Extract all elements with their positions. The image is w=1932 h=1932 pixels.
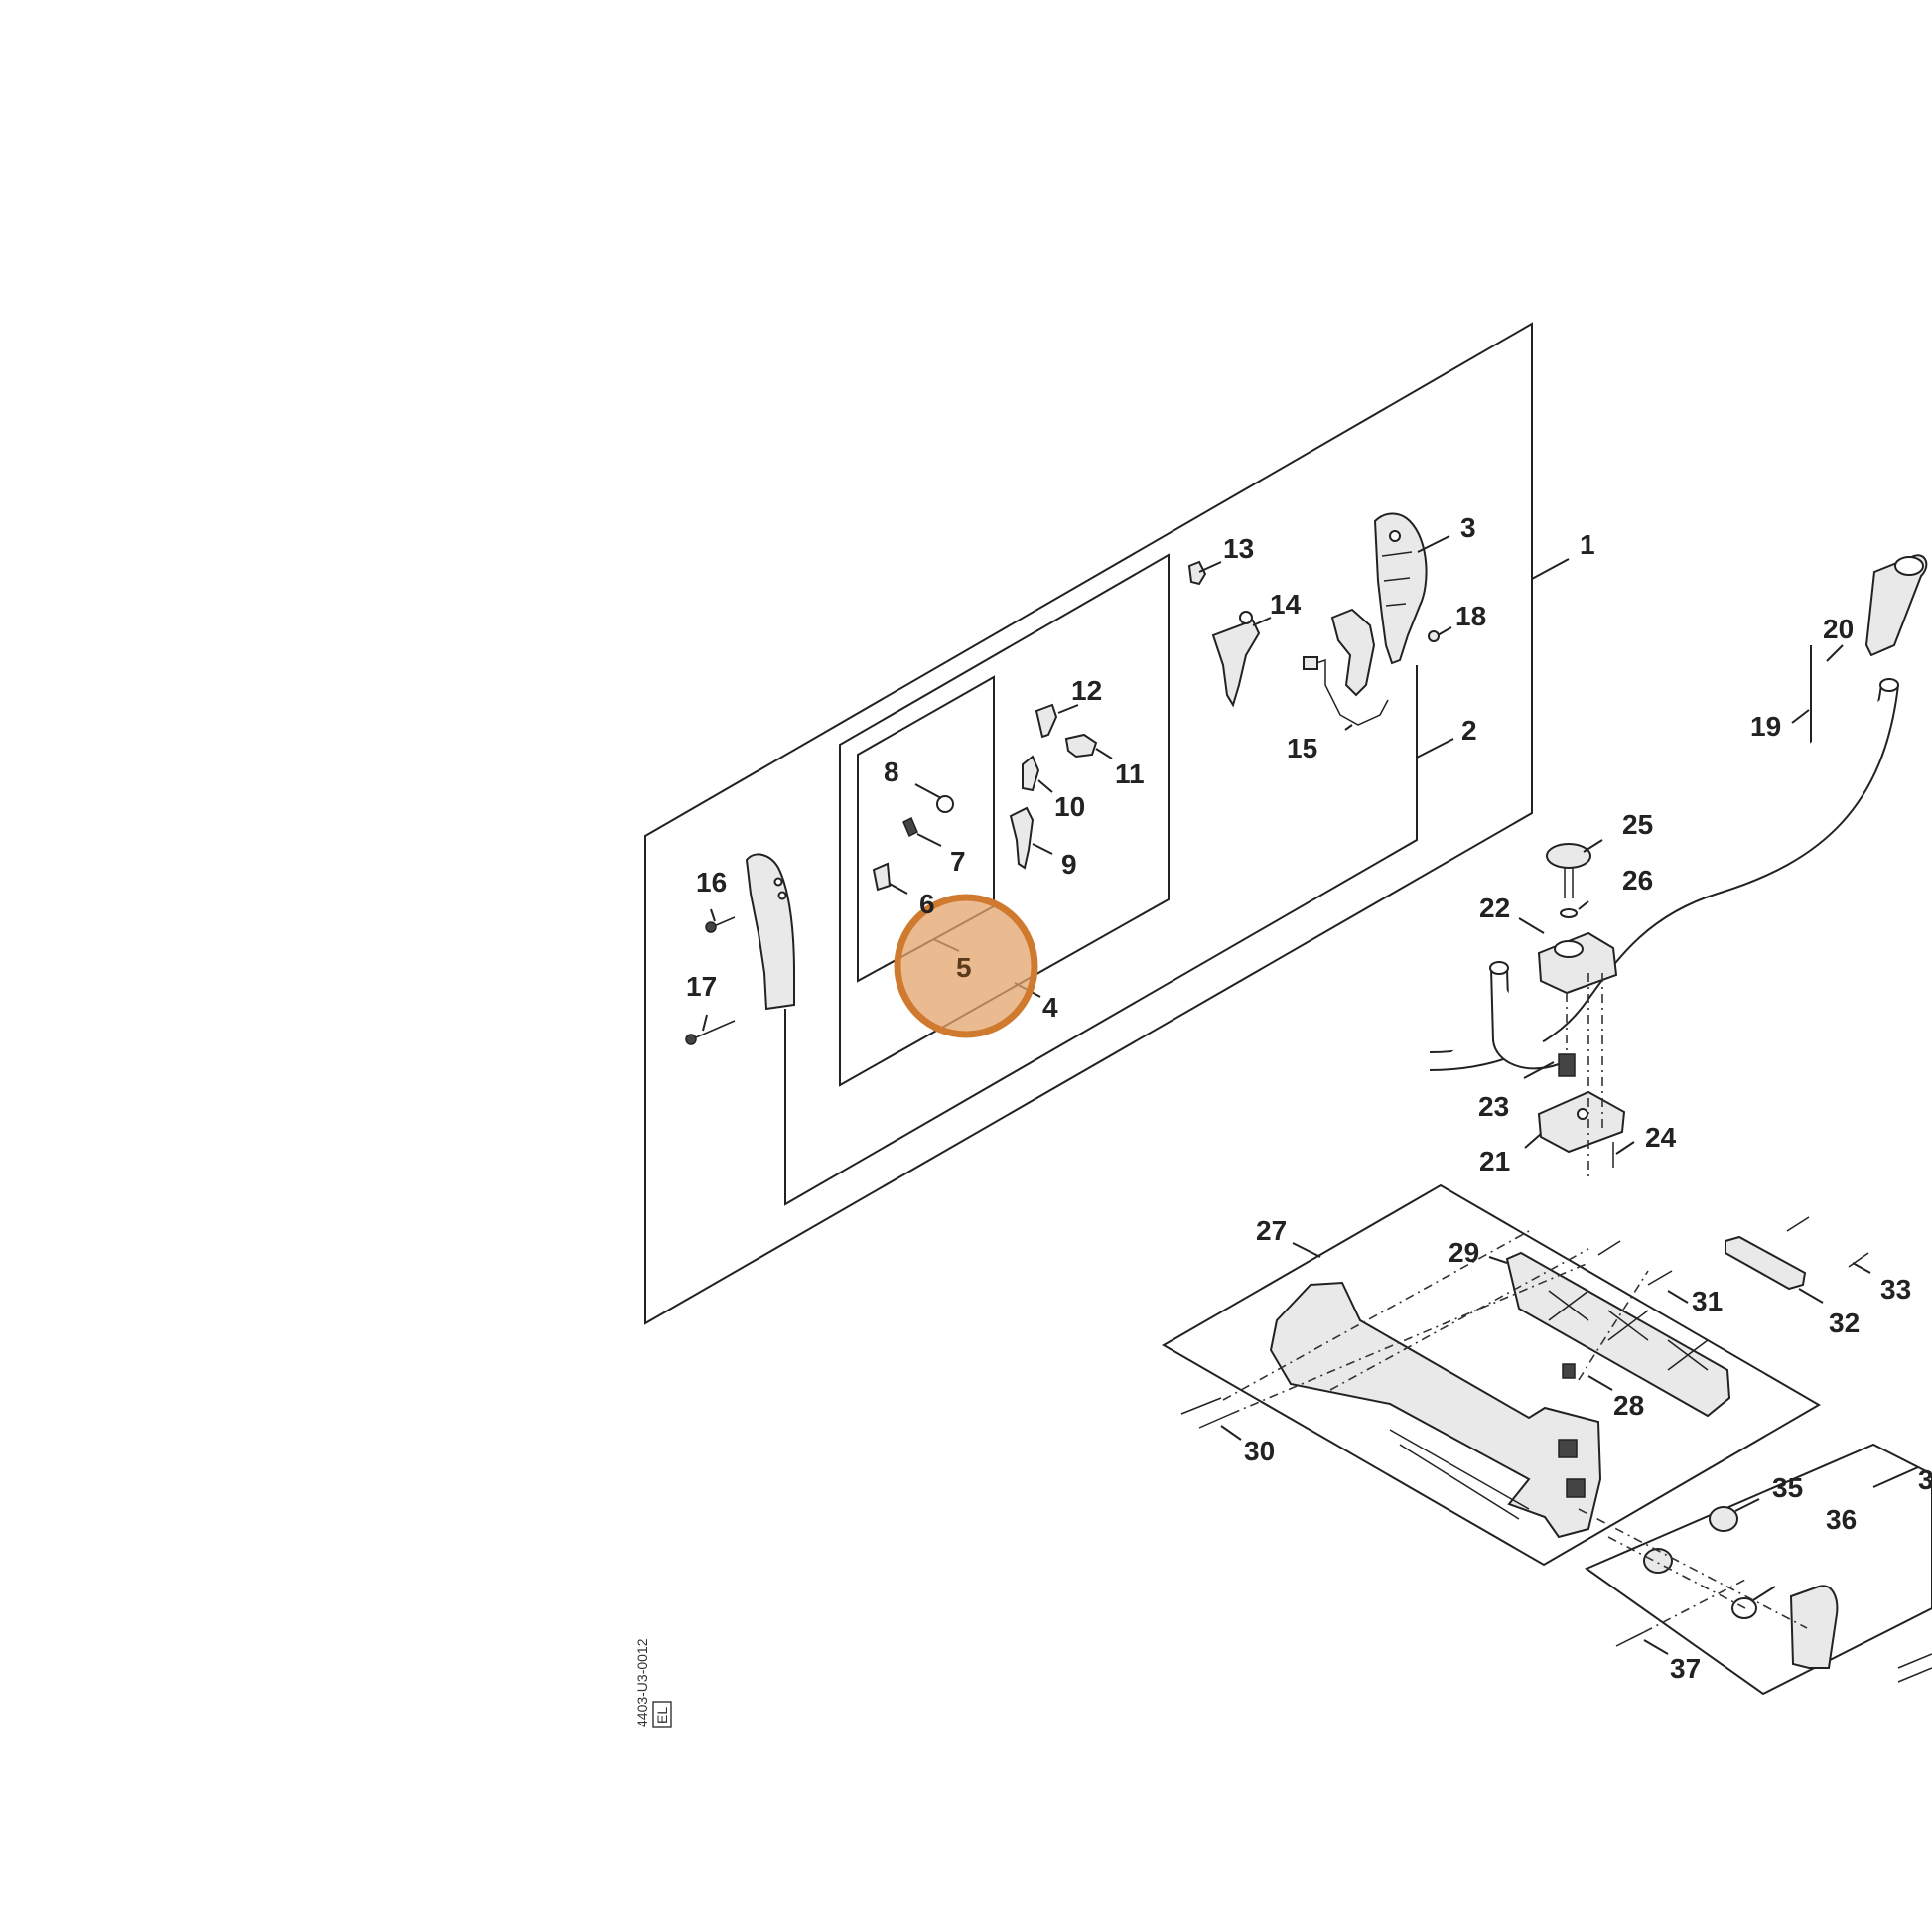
callout-27[interactable]: 27 [1256,1215,1287,1246]
part-35-bushing [1709,1506,1738,1532]
callout-11[interactable]: 11 [1115,759,1145,789]
part-bushing-b [1643,1548,1673,1574]
part-11-lever [1064,733,1098,759]
callout-8[interactable]: 8 [884,757,899,787]
part-15-switch-cable [1303,608,1389,726]
assembly-frame-34 [1584,1443,1932,1696]
part-16-17-handle-half [745,853,795,1011]
callout-26[interactable]: 26 [1622,865,1653,896]
dash-22-21 [1566,973,1603,1181]
callout-31[interactable]: 31 [1692,1286,1723,1316]
part-17-screw-head [685,1034,697,1045]
part-30-screw-a [1180,1397,1222,1415]
part-17-screw [688,1020,736,1041]
part-27-handle-housing [1269,1281,1602,1539]
callout-36[interactable]: 36 [1826,1504,1857,1535]
part-19-handlebar-tube [1429,678,1899,1071]
callout-37[interactable]: 37 [1670,1653,1701,1684]
callout-7[interactable]: 7 [950,846,966,877]
part-10-lever [1022,755,1040,792]
callout-13[interactable]: 13 [1223,533,1254,564]
callout-25[interactable]: 25 [1622,809,1653,840]
drawing-code: 4403-U3-0012 EL [634,1638,672,1728]
part-33-screw-a [1786,1216,1810,1232]
part-37-screw [1615,1631,1645,1647]
callout-9[interactable]: 9 [1061,849,1077,880]
callout-12[interactable]: 12 [1071,675,1102,706]
part-26-washer [1560,908,1578,918]
part-7-spring [902,816,918,838]
drawing-code-text: 4403-U3-0012 [634,1638,650,1727]
callout-33[interactable]: 33 [1880,1274,1911,1305]
callout-14[interactable]: 14 [1270,589,1302,620]
callout-17[interactable]: 17 [686,971,717,1002]
callout-2[interactable]: 2 [1461,715,1477,746]
part-3-handle-shell [1373,512,1428,665]
callout-30[interactable]: 30 [1244,1436,1275,1466]
part-31-screw-b [1647,1270,1673,1286]
assembly-frame-27 [1161,1183,1821,1567]
callout-5[interactable]: 5 [956,952,972,983]
part-21-base [1537,1090,1626,1154]
assembly-frame-2 [784,665,1418,1206]
drawing-code-badge-box [652,1701,672,1728]
assembly-frame-1 [644,322,1533,1325]
part-30-screw-b [1198,1413,1232,1429]
part-right-edge-tool [1897,1653,1932,1683]
part-13-clip [1187,560,1207,586]
callout-19[interactable]: 19 [1750,711,1781,742]
callout-23[interactable]: 23 [1478,1091,1509,1122]
callout-6[interactable]: 6 [919,889,935,919]
callout-32[interactable]: 32 [1829,1308,1860,1338]
part-18-nut [1428,630,1440,642]
part-8-spring [936,795,954,813]
callout-35[interactable]: 35 [1772,1472,1803,1503]
part-32-rail [1725,1235,1807,1291]
part-29-cover-plate [1505,1251,1731,1418]
part-25-knob [1546,843,1591,898]
part-33-screw-b [1848,1252,1869,1268]
highlight-circle[interactable] [894,894,1038,1038]
callout-1[interactable]: 1 [1580,529,1595,560]
callout-4[interactable]: 4 [1042,992,1058,1023]
callout-22[interactable]: 22 [1479,893,1510,923]
part-16-screw-head [705,921,717,933]
drawing-code-badge: EL [654,1707,670,1724]
callout-20[interactable]: 20 [1823,614,1854,644]
part-22-clamp [1537,931,1618,995]
assembly-frame-4 [839,553,1170,1087]
part-23-spring [1558,1053,1576,1077]
callout-15[interactable]: 15 [1287,733,1317,763]
callout-34-partial[interactable]: 3 [1918,1464,1932,1495]
dash-lines-lower [1222,1230,1808,1633]
part-9-lever [1009,806,1035,870]
callout-28[interactable]: 28 [1613,1390,1644,1421]
callout-10[interactable]: 10 [1054,791,1085,822]
callout-24[interactable]: 24 [1645,1122,1677,1153]
callout-29[interactable]: 29 [1449,1237,1479,1268]
part-20-grip [1864,554,1928,657]
part-34-grip [1789,1585,1839,1669]
leader-lines [702,535,1919,1655]
part-31-screw-a [1597,1240,1621,1256]
part-28-insert [1562,1363,1576,1379]
callout-16[interactable]: 16 [696,867,727,897]
part-14-throttle-trigger [1211,611,1261,708]
part-6-switch [872,862,892,892]
callout-18[interactable]: 18 [1455,601,1486,631]
callout-21[interactable]: 21 [1479,1146,1510,1176]
callout-3[interactable]: 3 [1460,512,1476,543]
part-12-lever [1035,703,1058,739]
